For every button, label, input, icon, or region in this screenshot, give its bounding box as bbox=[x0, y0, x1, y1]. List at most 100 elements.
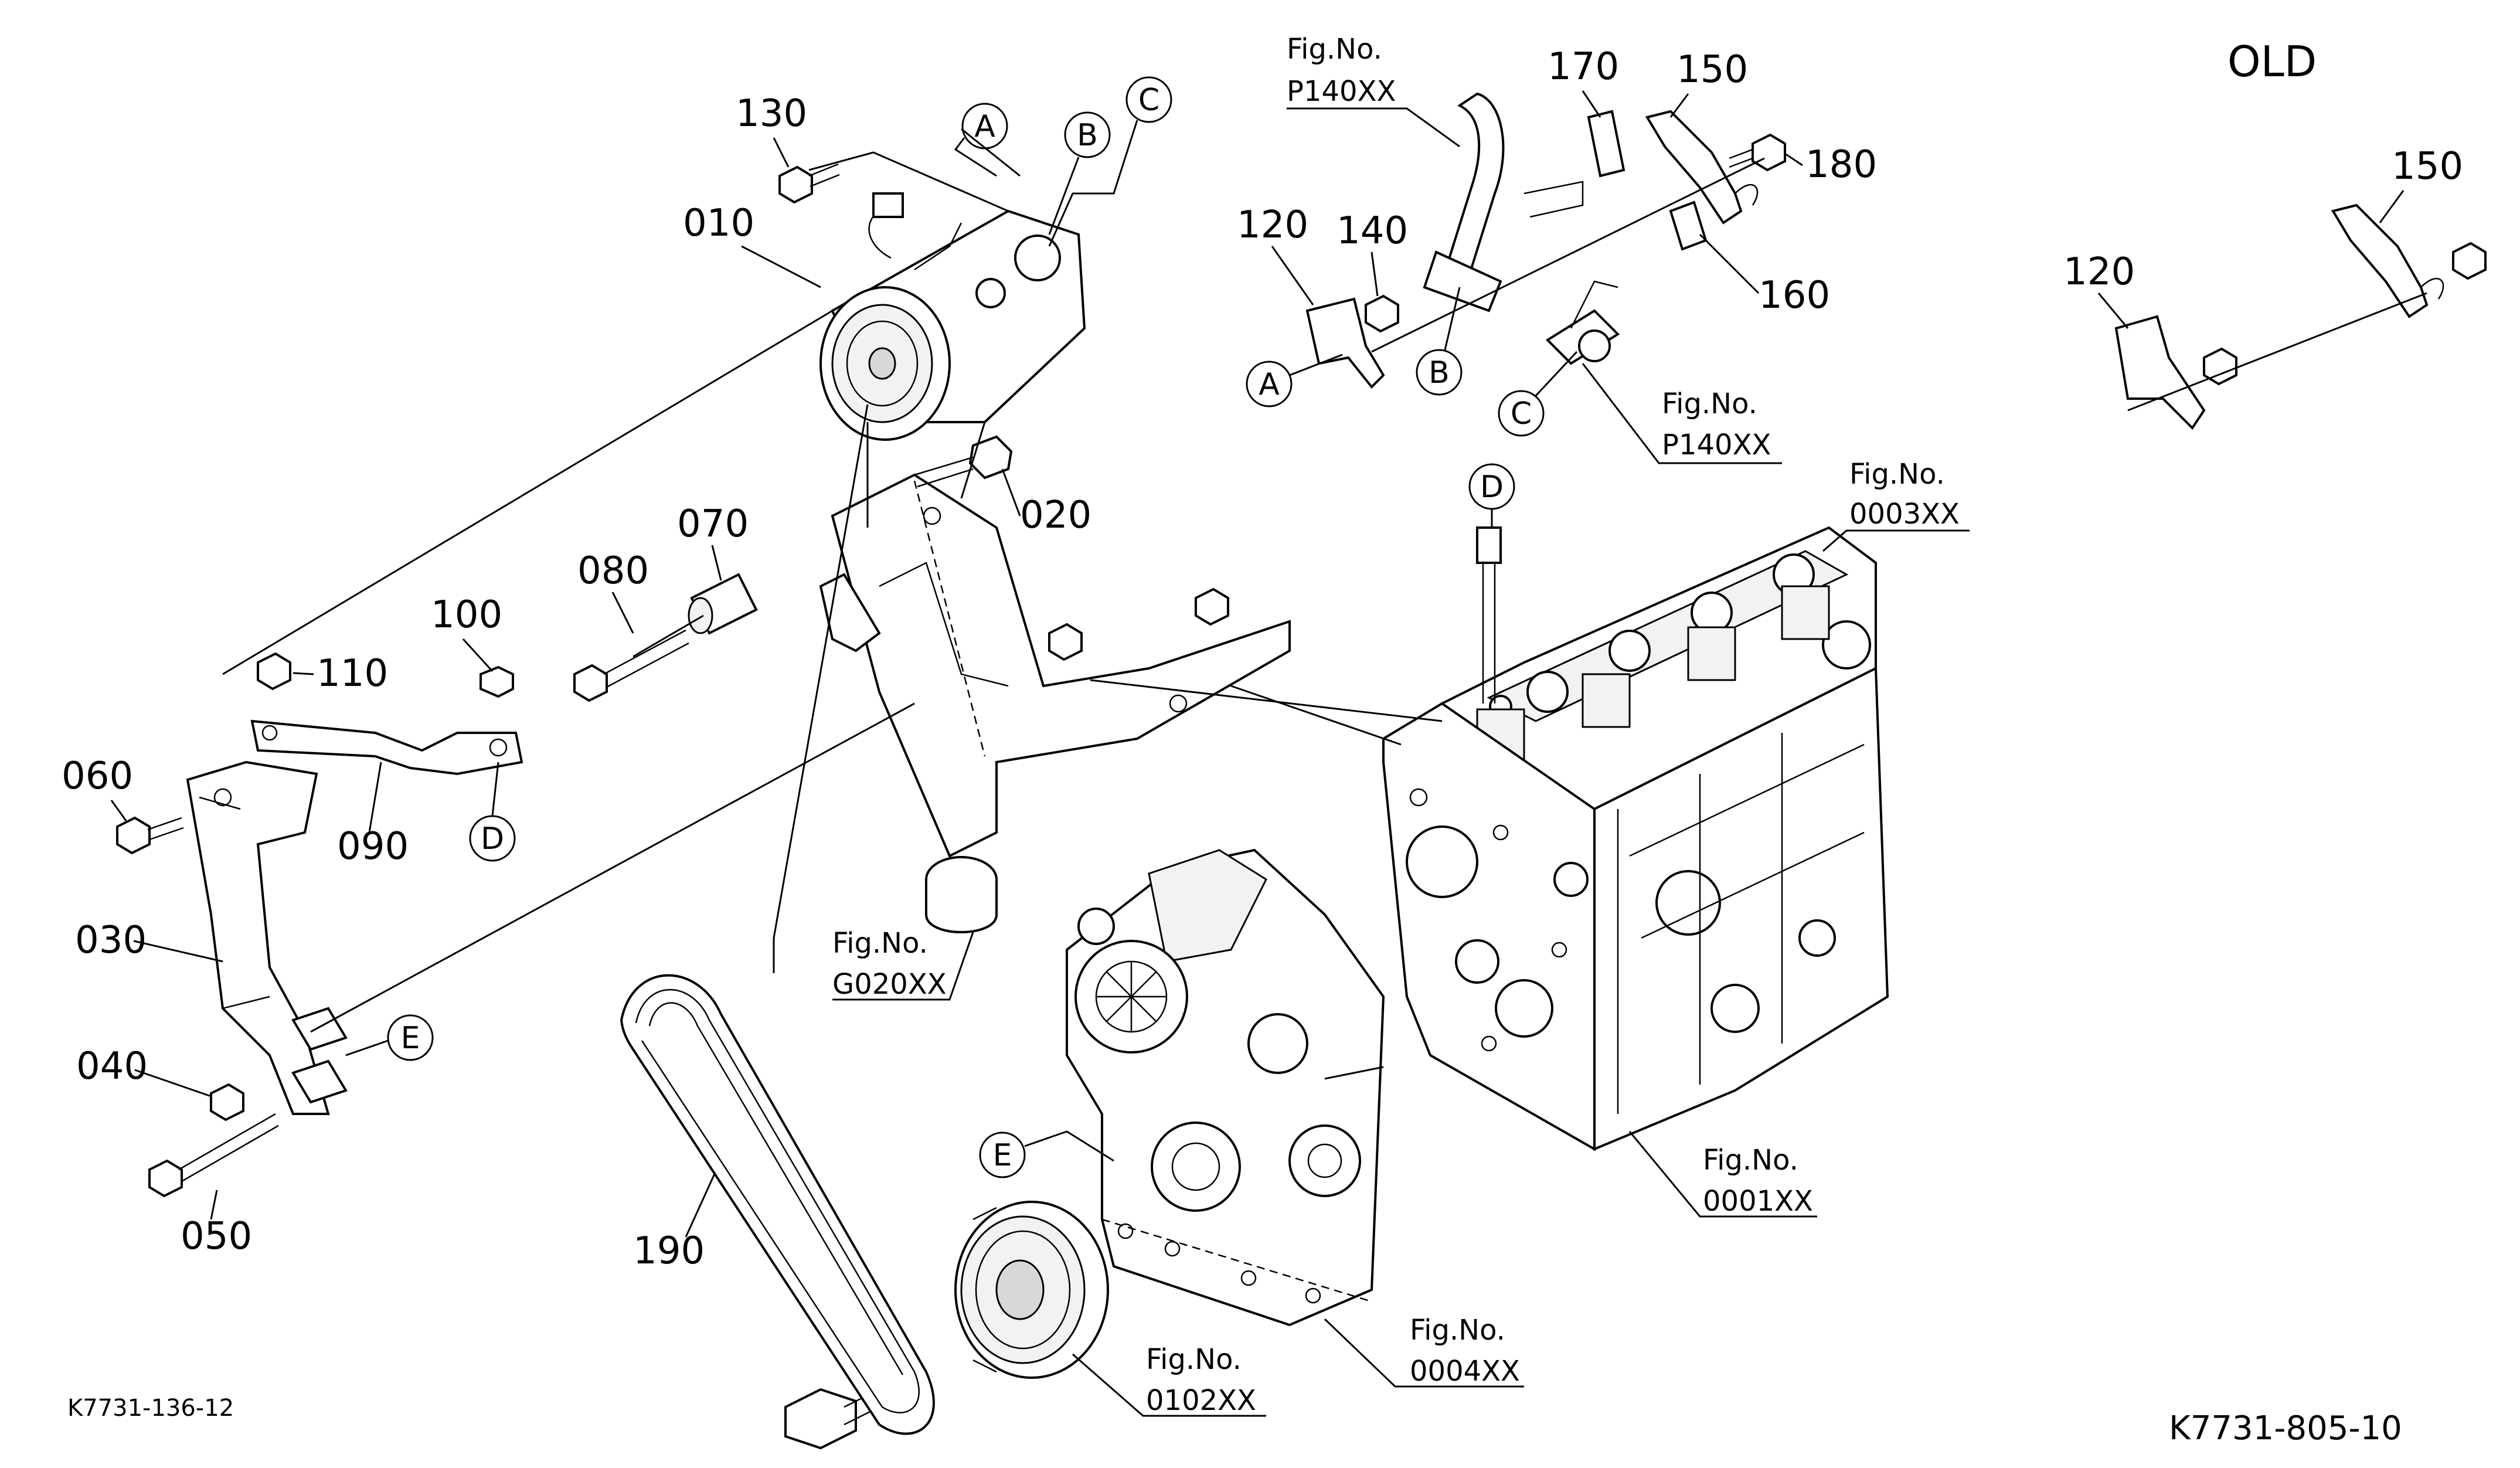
svg-text:A: A bbox=[974, 109, 995, 144]
callout-d-head: D bbox=[1468, 463, 1515, 528]
svg-text:0004XX: 0004XX bbox=[1410, 1355, 1520, 1388]
svg-text:B: B bbox=[1077, 118, 1098, 153]
fig-ref-g020: Fig.No. G020XX bbox=[832, 927, 974, 1001]
bolt-050 bbox=[148, 1113, 279, 1198]
part-label-190: 190 bbox=[633, 1229, 705, 1273]
svg-text:Fig.No.: Fig.No. bbox=[1146, 1343, 1242, 1376]
part-label-070: 070 bbox=[677, 502, 749, 546]
svg-text:Fig.No.: Fig.No. bbox=[832, 927, 928, 960]
bolt-180 bbox=[1729, 133, 1786, 172]
old-nut bbox=[2203, 347, 2237, 386]
clamp-link-line bbox=[1371, 157, 1765, 353]
svg-text:D: D bbox=[1480, 470, 1504, 505]
callout-b-hose: B bbox=[1416, 287, 1463, 396]
bracket-030 bbox=[186, 760, 348, 1115]
svg-text:D: D bbox=[481, 821, 504, 857]
svg-text:Fig.No.: Fig.No. bbox=[1287, 33, 1382, 66]
nut-140 bbox=[1365, 294, 1399, 333]
callout-a-hose: A bbox=[1246, 354, 1343, 407]
drawing-code-right: K7731-805-10 bbox=[2169, 1409, 2402, 1447]
svg-text:E: E bbox=[993, 1138, 1012, 1173]
part-label-140: 140 bbox=[1336, 209, 1408, 253]
svg-text:P140XX: P140XX bbox=[1662, 429, 1771, 461]
part-label-060: 060 bbox=[62, 755, 133, 798]
ac-compressor bbox=[819, 192, 1086, 441]
callout-b-compressor: B bbox=[1048, 111, 1111, 235]
nut-100 bbox=[479, 665, 514, 698]
part-label-020: 020 bbox=[1020, 494, 1091, 537]
part-label-100: 100 bbox=[431, 593, 502, 637]
plate-150 bbox=[1645, 110, 1759, 225]
gear-case bbox=[1066, 848, 1385, 1327]
bolt-block-1 bbox=[1195, 587, 1229, 626]
compressor-mount-bracket bbox=[819, 473, 1291, 933]
part-label-010: 010 bbox=[683, 202, 754, 245]
old-parts-group bbox=[2114, 203, 2487, 430]
hose-assembly bbox=[1423, 92, 1620, 365]
callout-e-cover: E bbox=[979, 1130, 1114, 1178]
part-label-040: 040 bbox=[76, 1045, 148, 1088]
pulley-bolt bbox=[784, 1382, 892, 1450]
part-label-150: 150 bbox=[1676, 48, 1748, 91]
callout-c-compressor: C bbox=[1048, 76, 1172, 247]
svg-text:0001XX: 0001XX bbox=[1703, 1185, 1813, 1218]
svg-text:C: C bbox=[1511, 396, 1532, 431]
old-title: OLD bbox=[2227, 37, 2317, 86]
part-labels: 010 020 030 040 050 060 070 080 090 100 … bbox=[62, 45, 2463, 1273]
bolt-020 bbox=[914, 435, 1013, 488]
svg-text:0102XX: 0102XX bbox=[1146, 1384, 1256, 1417]
part-label-130: 130 bbox=[736, 92, 807, 135]
fig-ref-p140-top: Fig.No. P140XX bbox=[1287, 33, 1460, 148]
part-label-090: 090 bbox=[337, 825, 409, 868]
part-label-180: 180 bbox=[1805, 143, 1877, 186]
bolt-060 bbox=[116, 816, 184, 855]
sleeve-070 bbox=[688, 573, 758, 635]
fig-ref-0003: Fig.No. 0003XX bbox=[1822, 458, 1970, 552]
callout-c-hose: C bbox=[1498, 351, 1578, 437]
svg-text:Fig.No.: Fig.No. bbox=[1662, 388, 1757, 420]
old-plate-150 bbox=[2331, 203, 2429, 318]
svg-text:Fig.No.: Fig.No. bbox=[1703, 1144, 1798, 1177]
bolt-040 bbox=[210, 1083, 244, 1122]
part-label-030: 030 bbox=[75, 919, 147, 962]
svg-text:C: C bbox=[1138, 83, 1159, 118]
bolt-block-2 bbox=[1048, 623, 1083, 661]
part-label-080: 080 bbox=[577, 549, 649, 593]
grommet-160 bbox=[1669, 201, 1708, 251]
svg-text:P140XX: P140XX bbox=[1287, 75, 1396, 108]
drawing-code-left: K7731-136-12 bbox=[67, 1395, 234, 1422]
part-label-170: 170 bbox=[1548, 45, 1619, 89]
letter-callouts: A B C A B C D bbox=[345, 76, 1578, 1178]
part-label-110: 110 bbox=[317, 652, 388, 695]
v-belt bbox=[620, 974, 935, 1435]
svg-text:A: A bbox=[1259, 367, 1280, 402]
part-label-old-120: 120 bbox=[2063, 250, 2135, 294]
callout-a-compressor: A bbox=[954, 103, 1008, 177]
figure-references: Fig.No. P140XX Fig.No. P140XX Fig.No. 00… bbox=[832, 33, 1970, 1417]
stud-bolt-head bbox=[1476, 526, 1502, 704]
part-label-050: 050 bbox=[181, 1215, 252, 1258]
stay-090 bbox=[250, 719, 523, 776]
grommet-170 bbox=[1587, 110, 1625, 178]
callout-d-bracket: D bbox=[469, 762, 516, 862]
leader-lines bbox=[222, 128, 1443, 1080]
old-bolt bbox=[2452, 242, 2487, 280]
fig-ref-0102: Fig.No. 0102XX bbox=[1072, 1343, 1266, 1417]
fig-ref-0001: Fig.No. 0001XX bbox=[1628, 1131, 1817, 1218]
part-label-160: 160 bbox=[1759, 274, 1830, 317]
bolt-110 bbox=[257, 652, 291, 691]
crankshaft-pulley bbox=[954, 1201, 1109, 1379]
fig-ref-0004: Fig.No. 0004XX bbox=[1324, 1314, 1524, 1388]
svg-text:Fig.No.: Fig.No. bbox=[1410, 1314, 1505, 1347]
fig-ref-p140-mid: Fig.No. P140XX bbox=[1582, 363, 1782, 464]
svg-text:E: E bbox=[401, 1021, 420, 1056]
svg-text:Fig.No.: Fig.No. bbox=[1849, 458, 1945, 491]
engine-block bbox=[1382, 526, 1889, 1151]
part-label-120: 120 bbox=[1237, 203, 1308, 247]
bolt-130 bbox=[778, 163, 840, 204]
svg-text:B: B bbox=[1429, 355, 1450, 390]
svg-text:0003XX: 0003XX bbox=[1849, 498, 1960, 531]
svg-text:G020XX: G020XX bbox=[832, 968, 947, 1001]
part-label-old-150: 150 bbox=[2392, 145, 2463, 188]
